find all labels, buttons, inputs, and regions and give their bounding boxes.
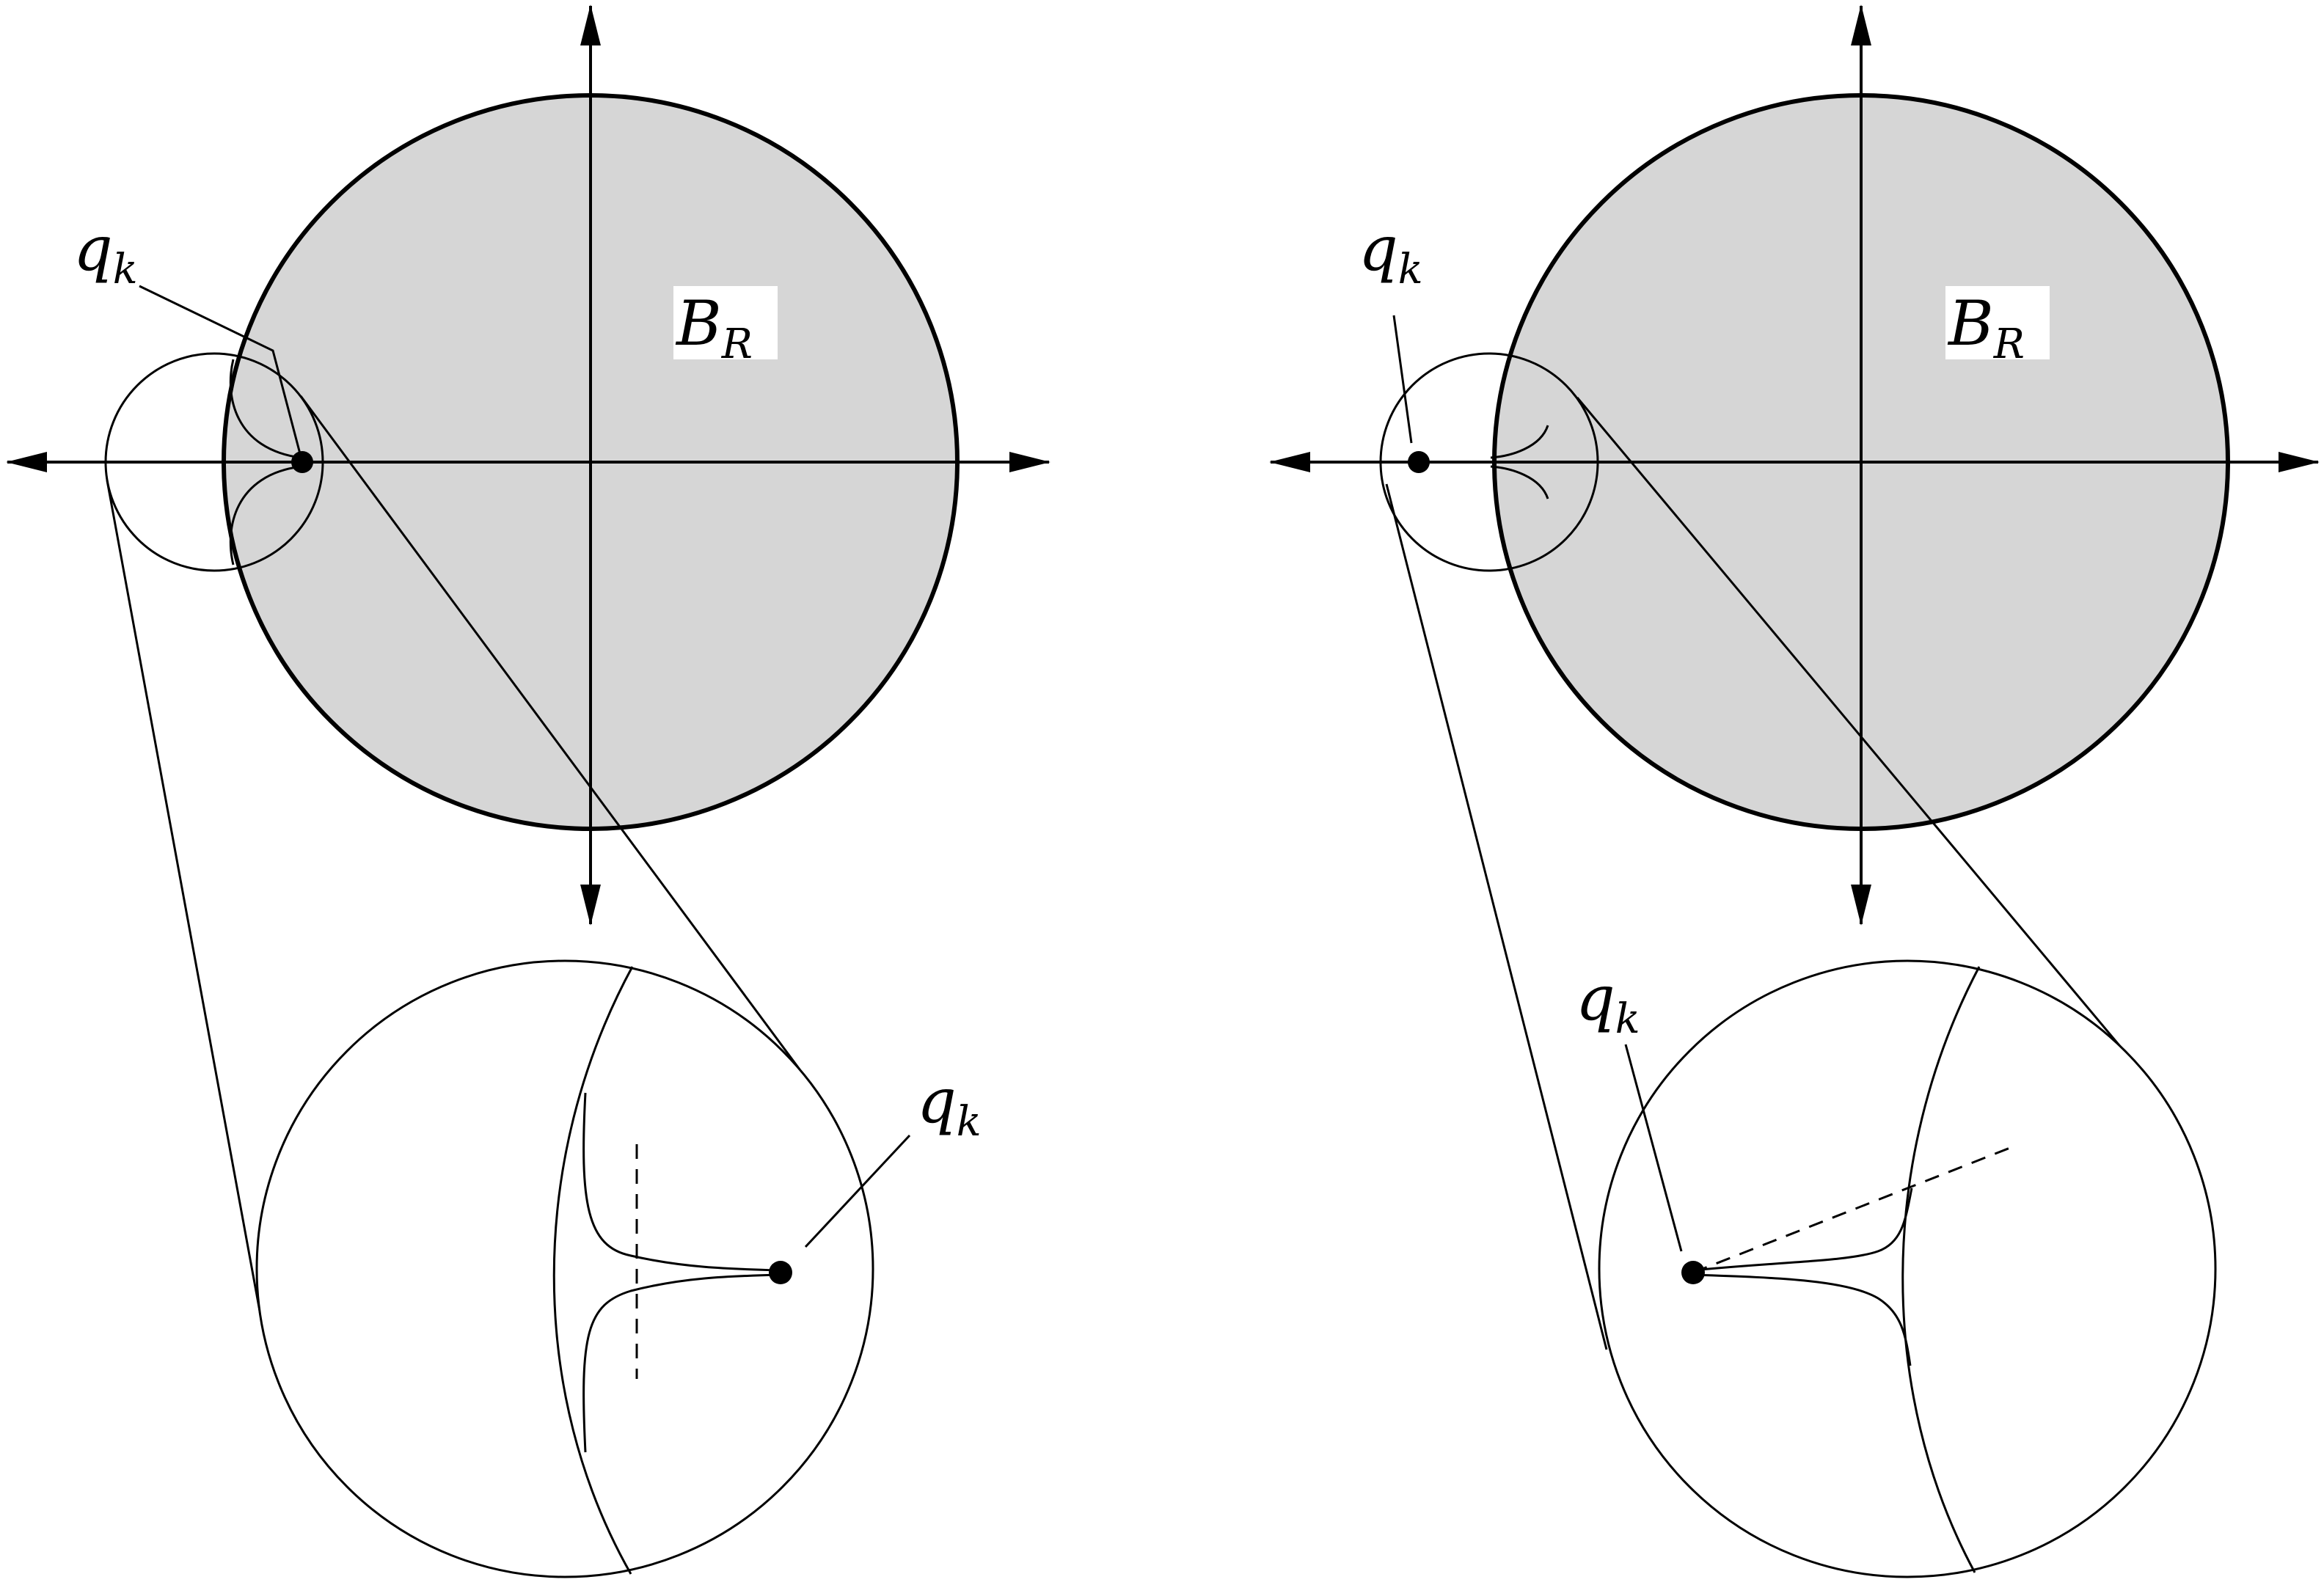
leader-qk-right [1392, 315, 1413, 444]
zoom-leader-qk-left [804, 1134, 911, 1248]
right-panel: BR qk qk [1269, 4, 2320, 1578]
zoom-boundary-arc-left [552, 966, 634, 1575]
cusp-curve-left [229, 359, 302, 565]
magnifier-small-right [1379, 352, 1599, 572]
zoom-line-left-a [106, 480, 266, 1336]
zoom-point-qk-right [1681, 1261, 1705, 1284]
zoom-line-right-b [1576, 397, 2135, 1063]
magnifier-big-left [255, 959, 874, 1578]
magnifier-big-right [1598, 959, 2217, 1578]
cusp-curve-right [1490, 425, 1549, 499]
point-label-top-left: qk [73, 213, 138, 293]
leader-qk-left [139, 285, 304, 463]
zoom-leader-qk-right [1624, 1044, 1683, 1252]
zoom-line-left-b [299, 395, 801, 1070]
disk-label-bg-right [1945, 286, 2050, 359]
zoom-point-qk-left [769, 1261, 792, 1284]
zoom-boundary-arc-right [1901, 966, 1981, 1573]
disk-label-left: BR [675, 288, 753, 368]
zoom-line-right-a [1385, 483, 1608, 1350]
disk-label-bg-left [673, 286, 778, 359]
left-panel: BR qk qk [6, 4, 1050, 1578]
disk-label-right: BR [1947, 288, 2025, 368]
point-label-top-right: qk [1359, 213, 1423, 293]
zoom-cusp-right [1692, 1187, 1913, 1366]
zoom-tangent-dashed-right [1692, 1146, 2011, 1274]
point-label-zoom-right: qk [1576, 962, 1640, 1043]
point-label-zoom-left: qk [917, 1065, 982, 1146]
zoom-cusp-left [582, 1092, 780, 1453]
magnifier-small-left [104, 352, 324, 572]
